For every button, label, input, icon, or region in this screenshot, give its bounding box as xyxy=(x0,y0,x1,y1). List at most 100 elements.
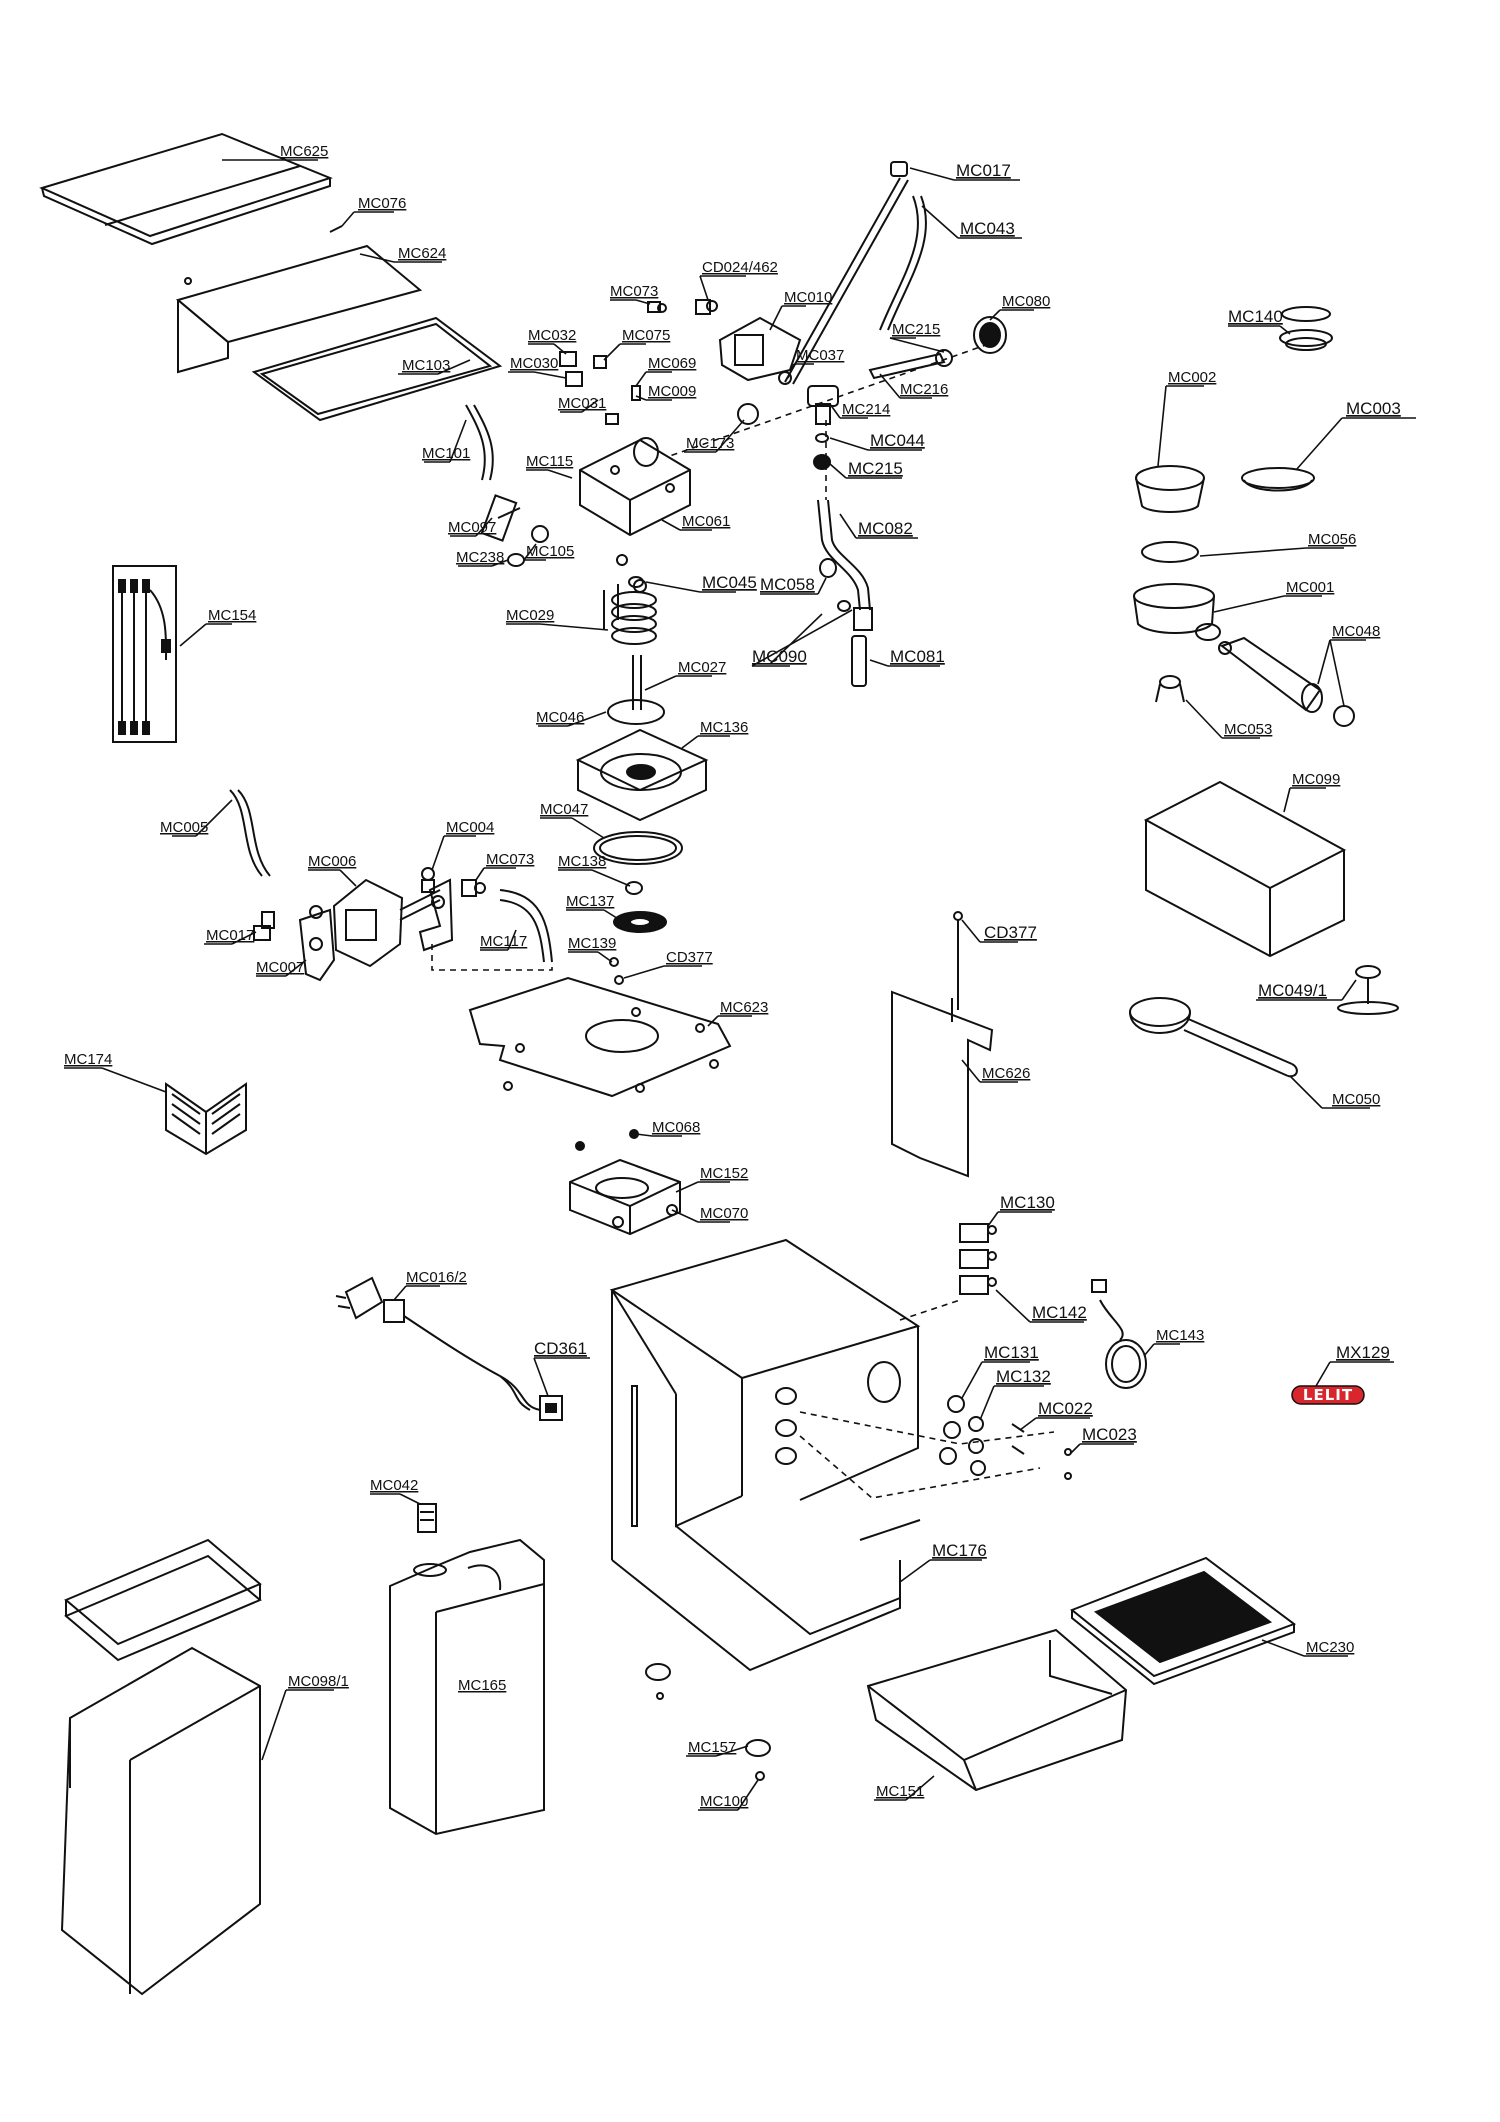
callout-leaders xyxy=(64,159,1416,1811)
part-mc006-pump xyxy=(309,878,441,968)
label-mc152: MC152 xyxy=(700,1165,748,1182)
label-mc005: MC005 xyxy=(160,819,208,836)
part-mc097-tee xyxy=(480,494,521,542)
label-cd024: CD024/462 xyxy=(702,259,778,276)
label-mc143: MC143 xyxy=(1156,1327,1204,1344)
label-mc082: MC082 xyxy=(858,519,913,538)
part-mc044-gasket xyxy=(815,433,829,443)
label-mc154: MC154 xyxy=(208,607,256,624)
part-mc098-box xyxy=(60,1538,262,1996)
label-mc017-top: MC017 xyxy=(956,161,1011,180)
part-mc005-hose xyxy=(229,789,271,877)
part-mc136-boiler-base xyxy=(575,728,709,822)
part-mc152-group-block xyxy=(569,1129,681,1236)
label-mc044: MC044 xyxy=(870,431,925,450)
part-mc001-portafilter xyxy=(1133,583,1221,641)
part-mc056-ring xyxy=(1141,541,1199,563)
part-mc082-steam-wand xyxy=(817,499,873,631)
part-mc130-switches xyxy=(959,1223,997,1295)
label-mc046: MC046 xyxy=(536,709,584,726)
label-mc157: MC157 xyxy=(688,1739,736,1756)
part-mc061-group-head xyxy=(579,437,691,537)
label-mc053: MC053 xyxy=(1224,721,1272,738)
part-mc623-base-plate xyxy=(468,976,732,1098)
label-mx129: MX129 xyxy=(1336,1343,1390,1362)
part-mc073-fitting xyxy=(461,879,486,897)
label-mc238: MC238 xyxy=(456,549,504,566)
label-mc023: MC023 xyxy=(1082,1425,1137,1444)
label-mc626: MC626 xyxy=(982,1065,1030,1082)
part-mc017-elbow xyxy=(784,161,909,385)
part-mc029-heating-element xyxy=(603,554,657,645)
label-mc029: MC029 xyxy=(506,607,554,624)
label-mc136: MC136 xyxy=(700,719,748,736)
label-mc047: MC047 xyxy=(540,801,588,818)
label-mc003: MC003 xyxy=(1346,399,1401,418)
part-mc174-manual xyxy=(165,1082,247,1156)
assembly-lines-pump xyxy=(431,944,553,971)
part-mc053-spout xyxy=(1155,675,1185,703)
part-mc151-drip-tray xyxy=(866,1628,1128,1792)
part-mc002-filter xyxy=(1135,465,1205,513)
label-mc009: MC009 xyxy=(648,383,696,400)
part-mc117-tube xyxy=(499,889,553,963)
label-mc006: MC006 xyxy=(308,853,356,870)
part-mc105-fitting xyxy=(531,525,549,543)
label-mc068: MC068 xyxy=(652,1119,700,1136)
label-mc075: MC075 xyxy=(622,327,670,344)
label-mc105: MC105 xyxy=(526,543,574,560)
label-mc130: MC130 xyxy=(1000,1193,1055,1212)
part-mc048-handle xyxy=(1218,636,1355,727)
part-mc215-nut xyxy=(813,454,831,470)
label-mc031: MC031 xyxy=(558,395,606,412)
label-mc100: MC100 xyxy=(700,1793,748,1810)
part-mc139-screw xyxy=(609,957,619,967)
label-mc004: MC004 xyxy=(446,819,494,836)
label-mc043: MC043 xyxy=(960,219,1015,238)
part-mc043-hose xyxy=(879,195,927,331)
label-mc032: MC032 xyxy=(528,327,576,344)
label-mc030: MC030 xyxy=(510,355,558,372)
part-mc003-filter xyxy=(1241,467,1315,492)
part-mc165-water-tank xyxy=(389,1538,545,1836)
part-mc058-cap xyxy=(819,558,837,578)
part-mc049-tamper xyxy=(1337,965,1399,1015)
label-mc002: MC002 xyxy=(1168,369,1216,386)
label-mc623: MC623 xyxy=(720,999,768,1016)
label-mc073-top: MC073 xyxy=(610,283,658,300)
label-mc069: MC069 xyxy=(648,355,696,372)
part-thermostat-group xyxy=(559,351,641,425)
label-mc098: MC098/1 xyxy=(288,1673,349,1690)
label-mc117: MC117 xyxy=(480,933,527,950)
label-mc176: MC176 xyxy=(932,1541,987,1560)
part-mc131-knobs xyxy=(939,1395,986,1476)
label-mc151: MC151 xyxy=(876,1783,924,1800)
part-mc016-power-cord xyxy=(335,1276,541,1411)
label-mc174: MC174 xyxy=(64,1051,112,1068)
label-mc139: MC139 xyxy=(568,935,616,952)
part-mc137-shower-screen xyxy=(613,911,667,933)
part-mc027-rod xyxy=(632,655,642,710)
label-mc142: MC142 xyxy=(1032,1303,1087,1322)
label-mc081: MC081 xyxy=(890,647,945,666)
part-mc047-gasket xyxy=(593,831,683,865)
part-mc099-box xyxy=(1143,780,1347,958)
label-mc076: MC076 xyxy=(358,195,406,212)
label-mc132: MC132 xyxy=(996,1367,1051,1386)
label-mc056: MC056 xyxy=(1308,531,1356,548)
label-mc027: MC027 xyxy=(678,659,726,676)
label-mc140: MC140 xyxy=(1228,307,1283,326)
part-mc626-side-panel xyxy=(891,911,994,1178)
label-cd361: CD361 xyxy=(534,1339,587,1358)
label-mc230: MC230 xyxy=(1306,1639,1354,1656)
part-mc624-drip-cover xyxy=(175,244,423,374)
label-mc070: MC070 xyxy=(700,1205,748,1222)
part-foot xyxy=(645,1663,671,1700)
label-mc045: MC045 xyxy=(702,573,757,592)
label-mc037: MC037 xyxy=(796,347,844,364)
label-mc050: MC050 xyxy=(1332,1091,1380,1108)
label-mc215-top: MC215 xyxy=(892,321,940,338)
part-mc138-cap xyxy=(625,881,643,895)
